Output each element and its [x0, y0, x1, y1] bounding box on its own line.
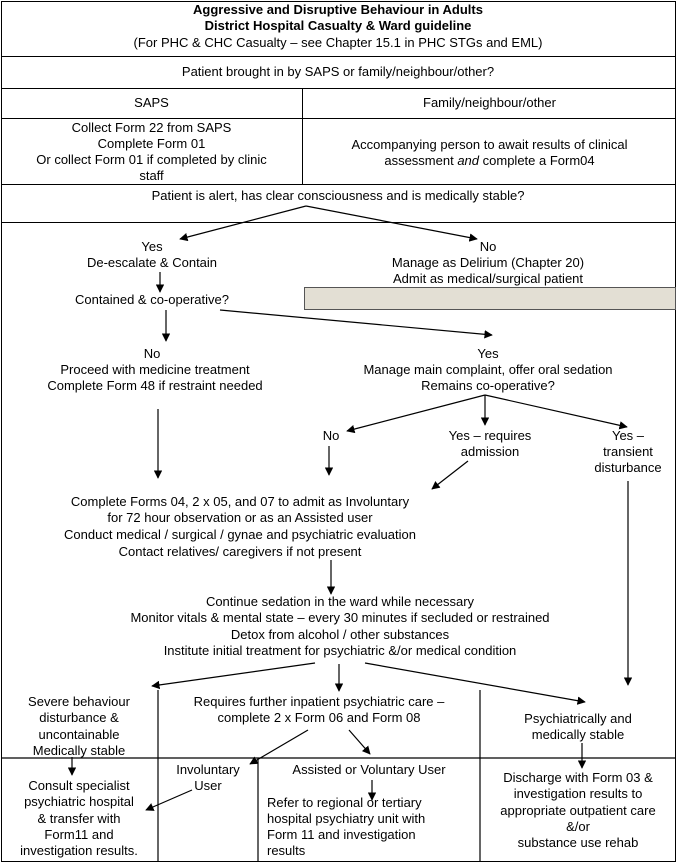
severe-line-1: Severe behaviour — [28, 694, 130, 709]
discharge-line-2: investigation results to — [513, 786, 643, 801]
remains-yes-admission-2: admission — [460, 444, 520, 459]
refer-line-1: Refer to regional or tertiary — [267, 795, 422, 810]
ward-line-3: Detox from alcohol / other substances — [230, 627, 450, 642]
discharge-line-1: Discharge with Form 03 & — [503, 770, 653, 785]
arrow-alert-no — [305, 205, 478, 242]
question-contained: Contained & co-operative? — [75, 292, 229, 307]
question-alert: Patient is alert, has clear consciousnes… — [151, 188, 525, 203]
alert-no-action-1: Manage as Delirium (Chapter 20) — [391, 255, 585, 270]
remains-yes-transient-2: transient — [603, 444, 653, 459]
arrow-remains-no — [346, 394, 486, 434]
ward-line-2: Monitor vitals & mental state – every 30… — [130, 610, 550, 625]
consult-line-5: investigation results. — [20, 843, 138, 858]
further-care-line-2: complete 2 x Form 06 and Form 08 — [217, 710, 421, 725]
severe-line-2: disturbance & — [39, 710, 119, 725]
admit-line-3: Conduct medical / surgical / gynae and p… — [64, 527, 416, 542]
refer-line-3: Form 11 and investigation — [267, 827, 416, 842]
admit-line-2: for 72 hour observation or as an Assiste… — [107, 510, 373, 525]
title-line-1: Aggressive and Disruptive Behaviour in A… — [193, 2, 483, 17]
consult-line-3: & transfer with — [37, 811, 121, 826]
title-line-2: District Hospital Casualty & Ward guidel… — [204, 18, 472, 33]
remains-yes-transient-1: Yes – — [611, 428, 645, 443]
involuntary-user-line-2: User — [194, 778, 222, 793]
contained-yes: Yes — [477, 346, 499, 361]
assisted-user: Assisted or Voluntary User — [292, 762, 446, 777]
arrow-involuntary-consult — [145, 789, 193, 811]
contained-yes-action-1: Manage main complaint, offer oral sedati… — [363, 362, 613, 377]
remains-yes-transient-3: disturbance — [594, 460, 662, 475]
psych-stable-line-1: Psychiatrically and — [524, 711, 632, 726]
family-label: Family/neighbour/other — [423, 95, 556, 110]
severe-line-3: uncontainable — [38, 727, 120, 742]
saps-step-2: Complete Form 01 — [97, 136, 206, 151]
subtitle: (For PHC & CHC Casualty – see Chapter 15… — [133, 35, 543, 50]
consult-line-1: Consult specialist — [28, 778, 130, 793]
refer-line-2: hospital psychiatry unit with — [267, 811, 426, 826]
ward-line-1: Continue sedation in the ward while nece… — [205, 594, 475, 609]
discharge-line-4: &/or — [566, 819, 590, 834]
family-step-2: assessment and complete a Form04 — [384, 153, 595, 168]
discharge-line-5: substance use rehab — [517, 835, 639, 850]
contained-yes-action-2: Remains co-operative? — [421, 378, 555, 393]
alert-yes: Yes — [141, 239, 163, 254]
consult-line-4: Form11 and — [44, 827, 114, 842]
saps-step-3: Or collect Form 01 if completed by clini… — [36, 152, 267, 167]
remains-yes-admission-1: Yes – requires — [448, 428, 532, 443]
arrow-remains-yes-transient — [484, 394, 628, 430]
further-care-line-1: Requires further inpatient psychiatric c… — [193, 694, 445, 709]
ward-line-4: Institute initial treatment for psychiat… — [163, 643, 517, 658]
contained-no-action-1: Proceed with medicine treatment — [60, 362, 250, 377]
admit-line-4: Contact relatives/ caregivers if not pre… — [118, 544, 362, 559]
admit-line-1: Complete Forms 04, 2 x 05, and 07 to adm… — [70, 494, 410, 509]
psych-stable-line-2: medically stable — [531, 727, 625, 742]
severe-line-4: Medically stable — [32, 743, 126, 758]
consult-line-2: psychiatric hospital — [24, 794, 134, 809]
discharge-line-3: appropriate outpatient care — [500, 803, 656, 818]
alert-yes-action: De-escalate & Contain — [86, 255, 218, 270]
question-brought-in: Patient brought in by SAPS or family/nei… — [181, 64, 495, 79]
remains-no: No — [322, 428, 340, 443]
saps-step-1: Collect Form 22 from SAPS — [71, 120, 232, 135]
alert-no-action-2: Admit as medical/surgical patient — [392, 271, 584, 286]
arrow-alert-yes — [179, 205, 307, 242]
arrow-ward-stable — [364, 662, 586, 705]
involuntary-user-line-1: Involuntary — [176, 762, 240, 777]
arrow-further-assisted — [348, 729, 371, 755]
contained-no: No — [143, 346, 161, 361]
arrow-further-involuntary — [249, 729, 309, 765]
refer-line-4: results — [267, 843, 306, 858]
arrow-contained-yes — [219, 309, 493, 339]
arrow-ward-severe — [151, 662, 316, 690]
family-step-1: Accompanying person to await results of … — [351, 137, 628, 152]
saps-label: SAPS — [134, 95, 169, 110]
saps-step-4: staff — [139, 168, 164, 183]
alert-no: No — [479, 239, 497, 254]
contained-no-action-2: Complete Form 48 if restraint needed — [47, 378, 263, 393]
arrow-admission-admit — [431, 460, 469, 490]
